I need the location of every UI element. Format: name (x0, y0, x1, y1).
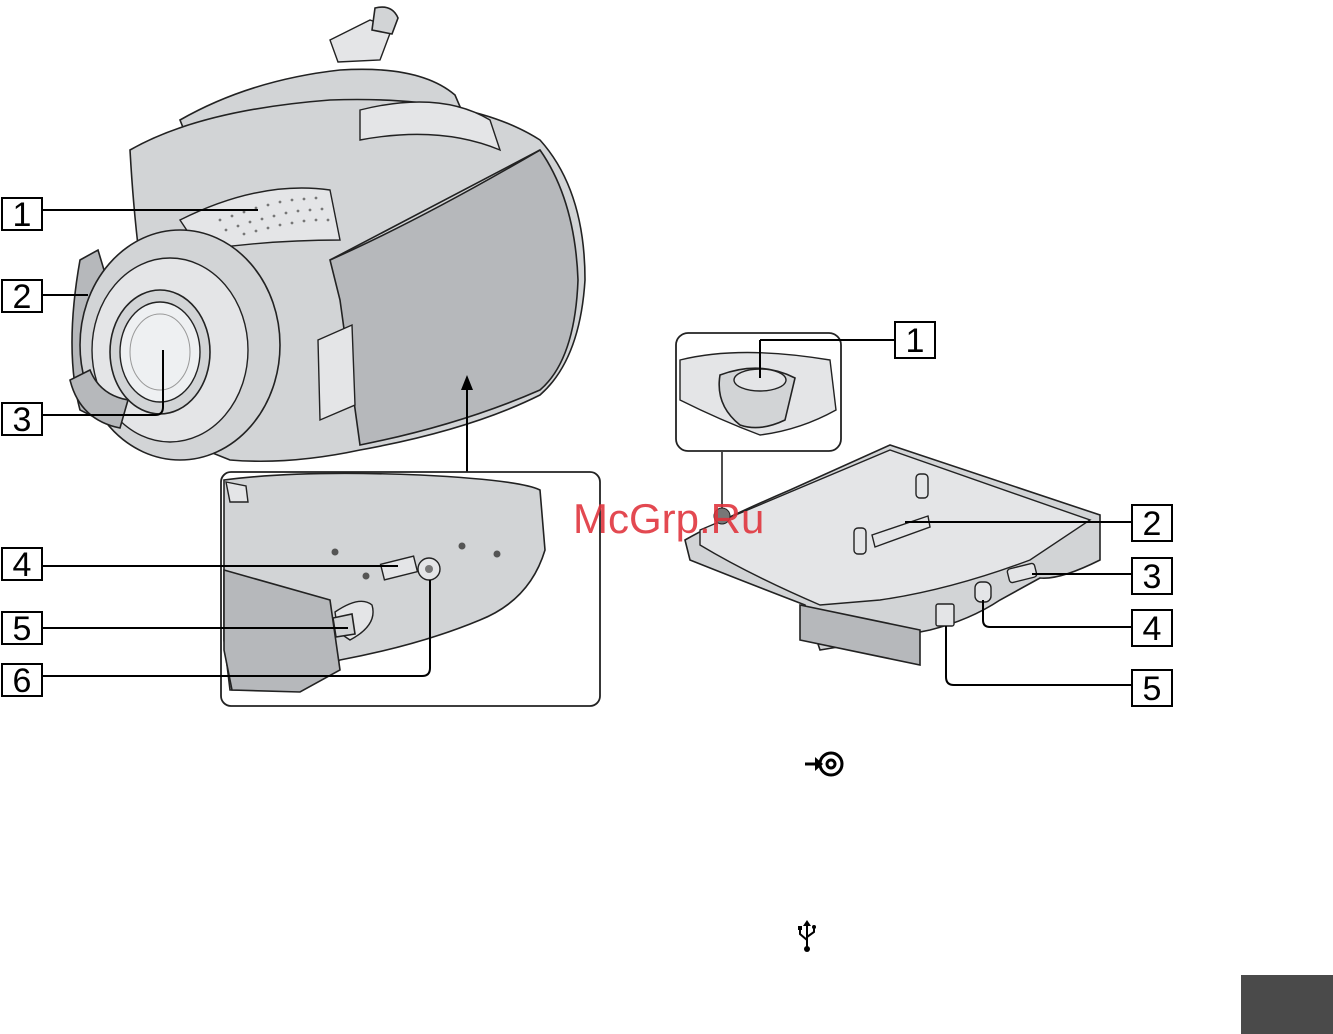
camera-callout-6-label: 6 (13, 662, 32, 700)
camera-callout-5-label: 5 (13, 610, 32, 648)
station-callout-4: 4 (983, 600, 1172, 648)
camera-callout-1-label: 1 (13, 196, 32, 234)
page-edge-tab (1241, 975, 1333, 1034)
station-callout-3-label: 3 (1143, 558, 1162, 596)
station-callout-5-label: 5 (1143, 670, 1162, 708)
station-callout-4-label: 4 (1143, 610, 1162, 648)
camcorder-bottom-inset (221, 472, 600, 706)
station-callout-2-label: 2 (1143, 505, 1162, 543)
dc-in-icon (805, 753, 842, 775)
station-callout-1-label: 1 (906, 322, 925, 360)
usb-icon (798, 920, 816, 952)
camcorder-illustration (70, 7, 585, 461)
watermark-text: McGrp.Ru (573, 495, 764, 542)
camera-callout-2-label: 2 (13, 278, 32, 316)
camera-callout-4-label: 4 (13, 546, 32, 584)
camera-callout-3-label: 3 (13, 401, 32, 439)
